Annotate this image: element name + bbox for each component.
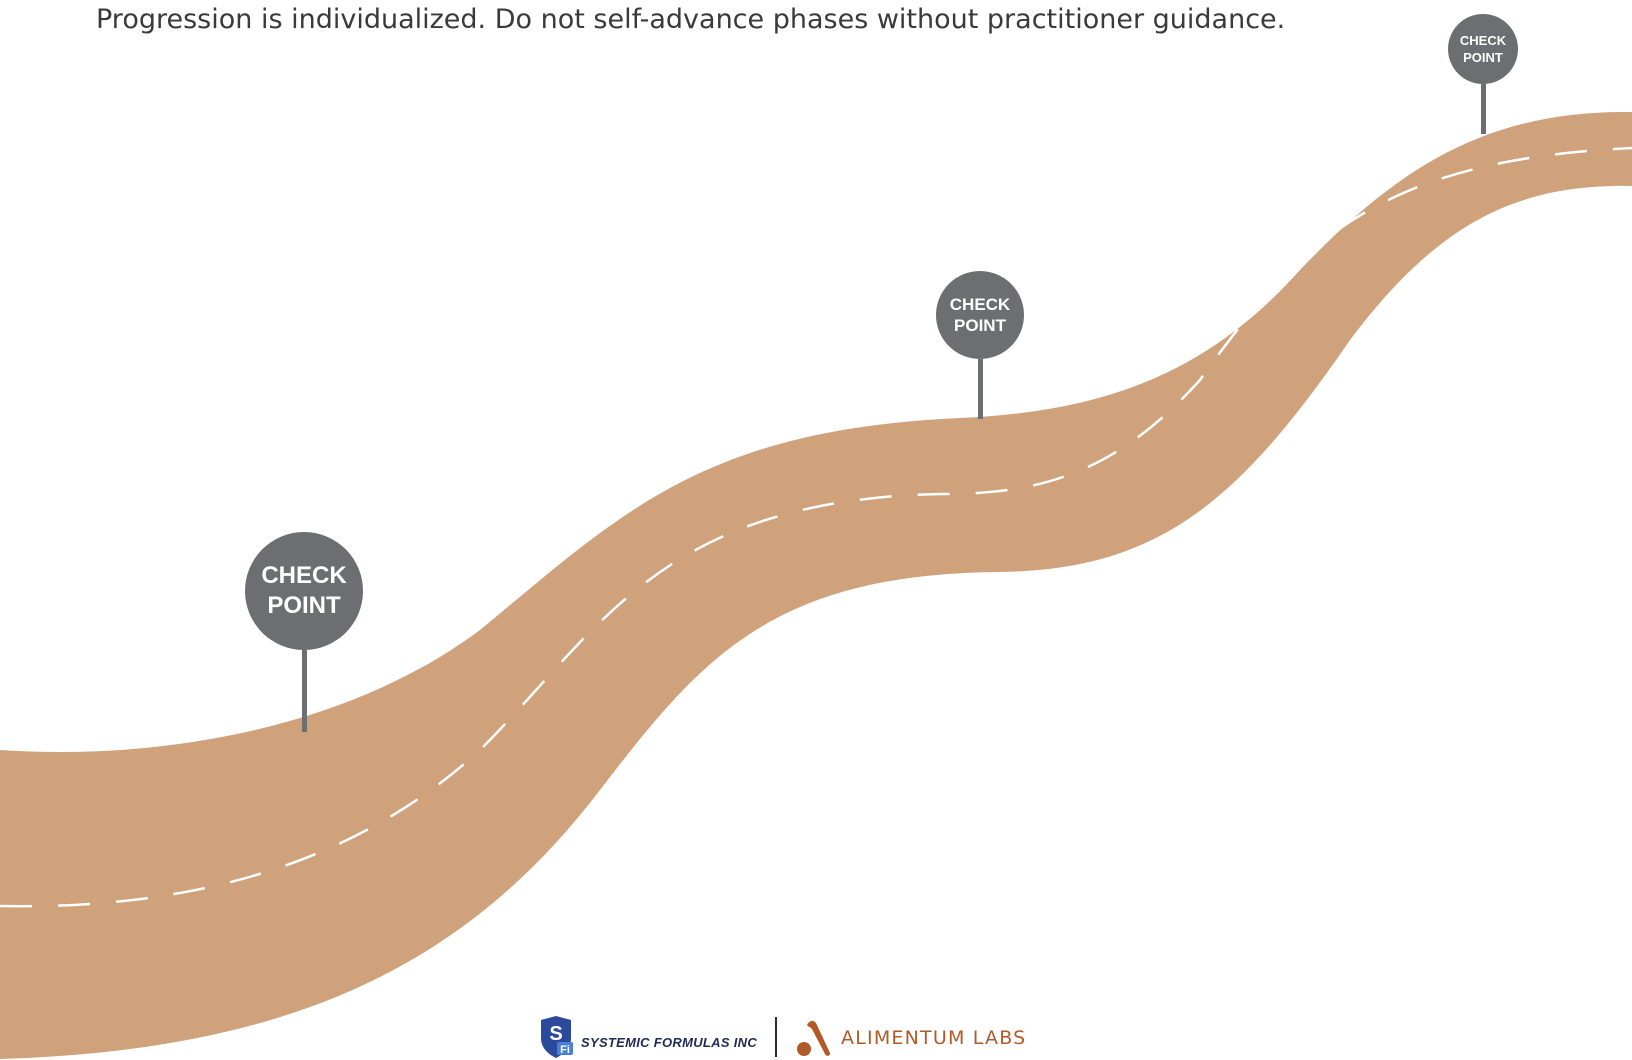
alimentum-arch-logo [797, 1020, 831, 1056]
footer-logos: S Fi SYSTEMIC FORMULAS INC ALIMENTUM LAB… [537, 1014, 1026, 1060]
checkpoint-label-line1: CHECK [261, 562, 347, 589]
alimentum-company-name: ALIMENTUM LABS [841, 1027, 1027, 1049]
checkpoint-label-line2: POINT [954, 316, 1006, 335]
sfi-shield-logo: S Fi [541, 1016, 573, 1058]
checkpoint-marker-3: CHECK POINT [1448, 14, 1518, 134]
svg-text:S: S [549, 1023, 562, 1045]
guidance-notice: Progression is individualized. Do not se… [96, 4, 1286, 35]
sfi-company-name: SYSTEMIC FORMULAS INC [581, 1034, 758, 1050]
checkpoint-badge: CHECK POINT [245, 532, 363, 650]
svg-text:Fi: Fi [560, 1044, 570, 1056]
logo-divider [775, 1017, 778, 1057]
checkpoint-marker-1: CHECK POINT [245, 532, 363, 732]
checkpoint-pole [1480, 84, 1486, 134]
checkpoint-label-line2: POINT [267, 592, 341, 619]
checkpoint-pole [977, 359, 983, 419]
checkpoint-badge: CHECK POINT [1448, 14, 1518, 84]
checkpoint-marker-2: CHECK POINT [936, 271, 1024, 419]
checkpoint-pole [301, 650, 307, 732]
road-center-dashes [0, 146, 1632, 908]
checkpoint-label-line2: POINT [1463, 50, 1503, 65]
checkpoint-label-line1: CHECK [1459, 33, 1507, 48]
checkpoint-label-line1: CHECK [949, 295, 1011, 314]
checkpoint-badge: CHECK POINT [936, 271, 1024, 359]
